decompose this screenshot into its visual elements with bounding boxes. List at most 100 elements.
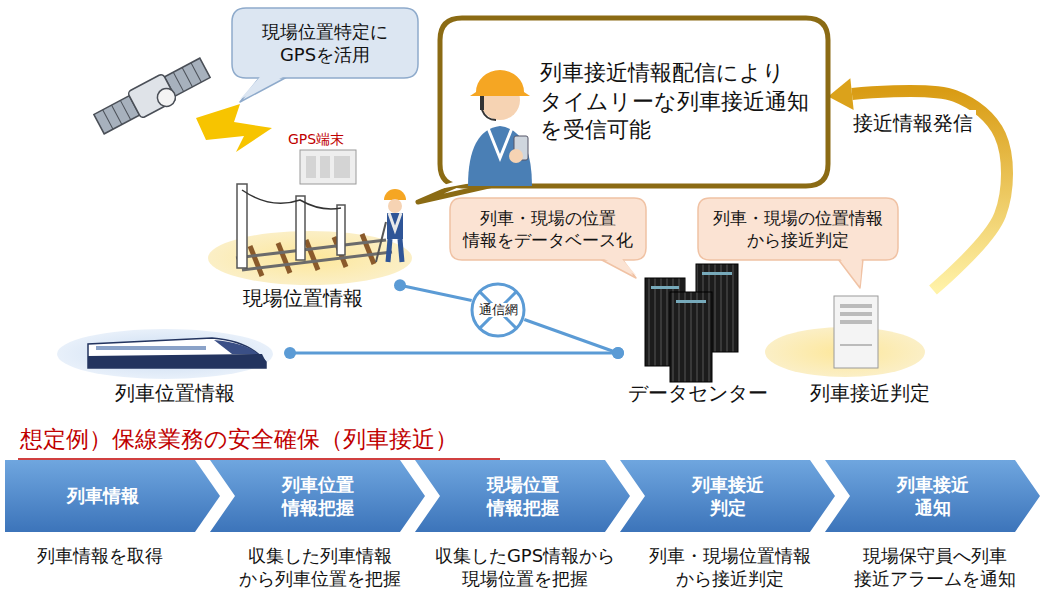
site-worker-part bbox=[389, 213, 401, 230]
callout-body bbox=[698, 198, 898, 260]
worker-icon-part bbox=[509, 149, 523, 163]
server-rack bbox=[645, 264, 738, 382]
process-chevron: 現場位置 情報把握 bbox=[415, 460, 630, 532]
satellite-icon-part bbox=[191, 63, 201, 82]
satellite-icon bbox=[92, 55, 213, 140]
step-title: 列車接近 判定 bbox=[678, 473, 777, 520]
judge-server-part bbox=[840, 312, 872, 316]
node-body: 列車接近判定 bbox=[780, 290, 960, 410]
process-chevron-shape bbox=[620, 460, 835, 532]
node-body: 現場位置特定に GPSを活用 bbox=[232, 8, 418, 78]
rail bbox=[236, 240, 392, 270]
train-icon-part bbox=[96, 346, 206, 350]
worker-icon bbox=[468, 70, 532, 186]
gps-terminal bbox=[300, 150, 356, 184]
site-worker-part bbox=[388, 199, 402, 213]
node-label: 列車接近判定 bbox=[810, 380, 930, 406]
node-body: 現場位置情報 bbox=[205, 230, 400, 315]
network-circle: 通信網 bbox=[470, 282, 526, 338]
edge-label: 接近情報発信 bbox=[850, 110, 976, 136]
link-dot bbox=[612, 347, 624, 359]
gps-terminal-part bbox=[300, 150, 356, 184]
node-body: 列車接近情報配信により タイムリーな列車接近通知 を受信可能 bbox=[440, 18, 828, 186]
node-body: 列車接近 通知 bbox=[825, 460, 1040, 532]
step-title: 現場位置 情報把握 bbox=[473, 473, 572, 520]
data-center: データセンター bbox=[618, 260, 778, 410]
network-ring bbox=[472, 284, 524, 336]
site-worker-part bbox=[388, 239, 390, 262]
node-label: 現場位置情報 bbox=[243, 285, 363, 311]
heading-underline bbox=[18, 458, 500, 460]
process-chevron: 列車情報 bbox=[5, 460, 220, 532]
server-rack-part bbox=[651, 286, 679, 289]
track-part bbox=[278, 243, 290, 273]
site-worker-part bbox=[376, 222, 386, 262]
link-dot bbox=[612, 347, 624, 359]
worker-icon-part bbox=[480, 96, 484, 110]
node-body: 列車位置情報 bbox=[60, 325, 290, 410]
step-title: 列車位置 情報把握 bbox=[268, 473, 367, 520]
worker-icon-part bbox=[468, 126, 532, 186]
process-chevron: 列車接近 通知 bbox=[825, 460, 1040, 532]
node-label: 列車・現場の位置情報 から接近判定 bbox=[711, 207, 884, 251]
callout-body bbox=[440, 18, 828, 186]
process-chevron: 列車位置 情報把握 bbox=[210, 460, 425, 532]
gps-terminal-part bbox=[306, 156, 316, 178]
chevron-shape bbox=[210, 460, 425, 532]
network-link bbox=[400, 285, 472, 300]
overhead-wire bbox=[242, 190, 341, 209]
server-rack-part bbox=[676, 300, 706, 303]
train-link-group bbox=[284, 347, 624, 359]
satellite-icon-part bbox=[173, 72, 183, 91]
train-icon-part bbox=[88, 338, 266, 368]
train-icon bbox=[88, 338, 266, 368]
link-dot bbox=[394, 279, 406, 291]
callout-tail-fill bbox=[839, 258, 862, 286]
node-label: 列車・現場の位置 情報をデータベース化 bbox=[461, 207, 634, 251]
signal-bolt bbox=[196, 104, 272, 152]
step-description: 現場保守員へ列車 接近アラームを通知 bbox=[835, 544, 1035, 591]
network-link-group bbox=[394, 279, 472, 300]
chevron-shape bbox=[825, 460, 1040, 532]
node-body: 列車位置 情報把握 bbox=[210, 460, 425, 532]
site-worker bbox=[376, 189, 406, 262]
worker-icon-part bbox=[470, 70, 530, 96]
node-label: 列車接近情報配信により タイムリーな列車接近通知 を受信可能 bbox=[540, 59, 815, 145]
process-chevron-shape bbox=[415, 460, 630, 532]
node-body: 列車・現場の位置情報 から接近判定 bbox=[698, 198, 898, 260]
node-body: 現場位置 情報把握 bbox=[415, 460, 630, 532]
judge-server bbox=[834, 296, 878, 368]
worker-icon-part bbox=[488, 128, 512, 158]
judge-server-part bbox=[834, 296, 878, 368]
server-rack-part bbox=[670, 292, 712, 382]
pole bbox=[237, 184, 345, 268]
step-title: 列車接近 通知 bbox=[883, 473, 982, 520]
gps-callout-shape bbox=[232, 8, 418, 78]
train-icon-part bbox=[214, 340, 258, 354]
gps-terminal-part bbox=[320, 156, 330, 178]
train-icon-part bbox=[88, 354, 266, 368]
satellite-icon-part bbox=[182, 68, 192, 87]
callout-tail-fill bbox=[240, 76, 286, 100]
pole-part bbox=[296, 196, 305, 260]
step-title: 列車情報 bbox=[67, 484, 139, 507]
node-label: データセンター bbox=[628, 380, 768, 406]
callout-tail-fill bbox=[601, 258, 636, 276]
database-callout-shape bbox=[450, 198, 646, 260]
node-body: 列車接近 判定 bbox=[620, 460, 835, 532]
judge-server-part bbox=[840, 344, 872, 346]
track-part bbox=[362, 234, 374, 264]
satellite-icon-part bbox=[103, 110, 113, 129]
site-worker-part bbox=[387, 213, 403, 239]
step-description: 収集した列車情報 から列車位置を把握 bbox=[220, 544, 420, 591]
gps-callout: 現場位置特定に GPSを活用 bbox=[232, 8, 418, 78]
chevron-shape bbox=[415, 460, 630, 532]
site-worker-part bbox=[400, 239, 402, 262]
server-rack-part bbox=[702, 272, 732, 275]
satellite-icon-part bbox=[112, 105, 122, 124]
train-location: 列車位置情報 bbox=[60, 325, 290, 410]
train-ground bbox=[57, 329, 273, 379]
process-chevron-shape bbox=[210, 460, 425, 532]
process-chevron-shape bbox=[825, 460, 1040, 532]
